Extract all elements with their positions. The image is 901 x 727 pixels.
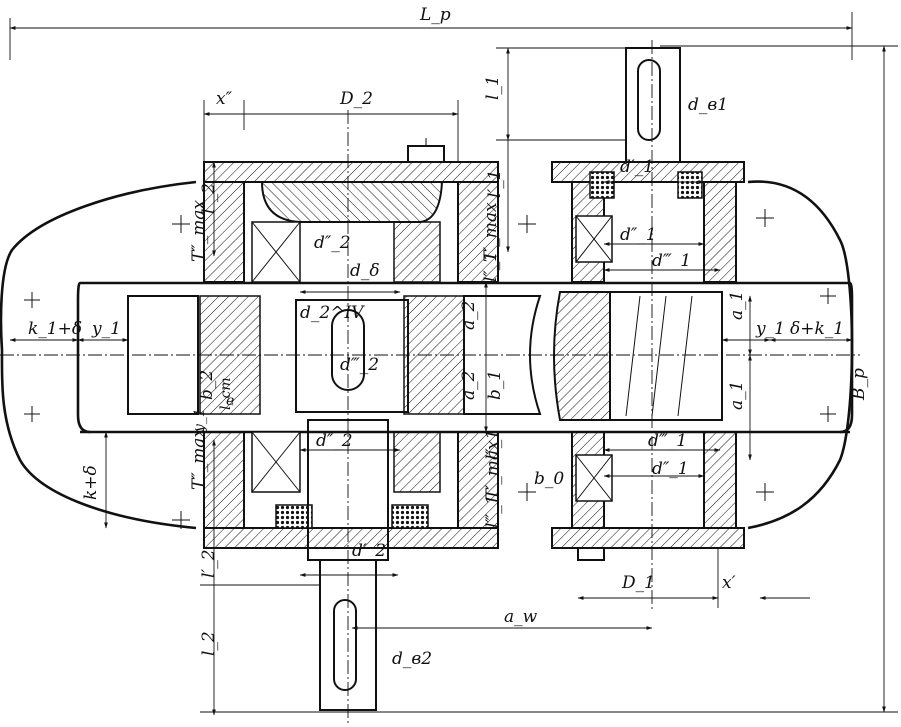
label-d2pp-top: d″_2 [314,233,351,253]
label-k1delta-left: k_1+δ [28,319,82,339]
label-y1-right: y_1 [755,319,785,339]
label-d2pp-bot: d″_2 [316,431,353,451]
label-l2p: l′_2 [199,549,219,578]
label-l1ppp: l‴_1 [483,494,503,528]
center-lines [0,40,860,725]
label-y1-left: y_1 [91,319,121,339]
label-a2-bot: a_2 [459,371,479,400]
label-dv1: d_в1 [688,95,728,115]
right-lower-housing [551,431,745,561]
label-delta-k1-right: δ+k_1 [790,319,844,339]
right-upper-housing [551,161,745,283]
label-l1p: l′_1 [485,169,505,198]
label-d-delta: d_δ [350,261,380,281]
label-Lp: L_p [419,5,451,25]
label-aw: a_w [504,607,538,627]
label-dv2: d_в2 [392,649,432,669]
label-d1pp-bot: d″_1 [652,459,689,479]
label-l2pp: l″_2 [199,183,219,214]
label-lcm: l_cm [218,377,234,410]
left-upper-housing [203,138,499,283]
dimension-lines [9,12,898,716]
label-x2: x″ [216,89,233,109]
label-y1-vert: y_1 [192,408,208,433]
label-d1ppp-top: d‴_1 [652,251,691,271]
dimension-labels: L_p B_p x″ D_2 l_1 d_в1 d′_1 l″_2 l′_1 T… [28,5,869,669]
label-l1pp: l″_1 [481,251,501,282]
label-b1: b_1 [485,370,505,400]
label-xp: x′ [722,573,736,593]
label-a1-top: a_1 [727,291,747,320]
label-a1-bot: a_1 [727,381,747,410]
label-a2-top: a_2 [459,301,479,330]
label-l1pp-bot: l″_1 [483,429,503,460]
label-l2: l_2 [199,631,219,656]
bolt-crosses [24,209,836,529]
label-d2iv: d_2^IV [300,303,365,323]
label-b0: b_0 [534,469,564,489]
label-e: e [226,393,234,409]
label-d1p: d′_1 [620,157,654,177]
label-D2: D_2 [339,89,373,109]
label-d2ppp: d‴_2 [340,355,379,375]
label-d2p: d′_2 [352,541,386,561]
left-lower-housing [203,431,499,549]
label-l1: l_1 [483,75,503,100]
label-d1ppp-bot: d‴_1 [648,431,687,451]
label-Tmax-pp-bot: T″_max [189,428,209,490]
label-d1pp-top: d″_1 [620,225,657,245]
label-k-delta: k+δ [81,465,101,500]
label-b2: b_2 [197,370,217,400]
label-Bp: B_p [849,368,869,401]
label-Tmax-p-bot: T′_max [483,440,503,500]
label-Tmax-pp-top: T″_max [189,200,209,262]
label-Tmax-p-top: T′_max [481,202,501,262]
label-D1: D_1 [621,573,655,593]
